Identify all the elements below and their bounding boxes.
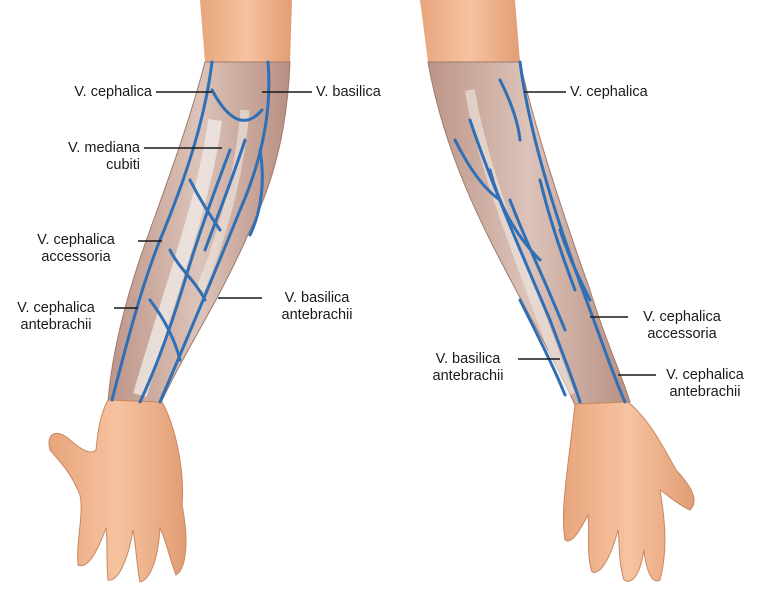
label-left-v-cephalica-antebrachii: V. cephalica antebrachii <box>0 300 112 334</box>
right-upper-arm-skin <box>420 0 520 62</box>
label-text-line1: V. cephalica <box>650 367 760 384</box>
left-hand <box>49 400 186 582</box>
label-text: V. cephalica <box>570 84 648 101</box>
left-upper-arm-skin <box>200 0 292 62</box>
right-hand <box>563 402 694 581</box>
label-text-line1: V. basilica <box>416 351 520 368</box>
label-right-v-cephalica-antebrachii: V. cephalica antebrachii <box>650 367 760 401</box>
label-text-line2: antebrachii <box>262 307 372 324</box>
label-text-line2: accessoria <box>626 326 738 343</box>
label-left-v-cephalica: V. cephalica <box>40 84 152 101</box>
label-right-v-cephalica-accessoria: V. cephalica accessoria <box>626 309 738 343</box>
label-text-line1: V. basilica <box>262 290 372 307</box>
label-right-v-cephalica: V. cephalica <box>570 84 648 101</box>
label-text-line2: antebrachii <box>416 368 520 385</box>
label-text-line1: V. cephalica <box>0 300 112 317</box>
label-text-line1: V. cephalica <box>14 232 138 249</box>
label-left-v-cephalica-accessoria: V. cephalica accessoria <box>14 232 138 266</box>
label-left-v-mediana-cubiti: V. mediana cubiti <box>30 140 140 174</box>
label-text-line2: cubiti <box>30 157 140 174</box>
label-text-line2: accessoria <box>14 249 138 266</box>
label-text-line1: V. cephalica <box>626 309 738 326</box>
label-text-line2: antebrachii <box>0 317 112 334</box>
label-text-line1: V. mediana <box>30 140 140 157</box>
label-text-line2: antebrachii <box>650 384 760 401</box>
label-left-v-basilica-antebrachii: V. basilica antebrachii <box>262 290 372 324</box>
label-text: V. cephalica <box>40 84 152 101</box>
label-text: V. basilica <box>316 84 381 101</box>
right-arm <box>420 0 694 581</box>
label-right-v-basilica-antebrachii: V. basilica antebrachii <box>416 351 520 385</box>
label-left-v-basilica: V. basilica <box>316 84 381 101</box>
